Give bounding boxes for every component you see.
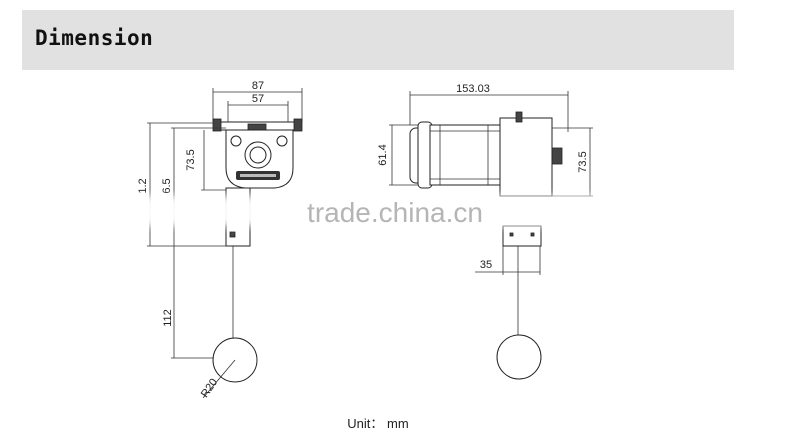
dim-label-35: 35: [480, 259, 492, 271]
dim-label-112: 112: [162, 309, 174, 327]
watermark-text: trade.china.cn: [307, 197, 483, 228]
dim-label-total-b: 6.5: [161, 178, 173, 193]
dim-length: 153.03: [409, 83, 569, 132]
unit-label: Unit： mm: [347, 416, 409, 431]
front-view: 87 57: [137, 80, 303, 400]
dim-head-height: 73.5: [185, 130, 226, 191]
dim-width-inner: 57: [227, 93, 289, 124]
dim-base-width: 35: [475, 246, 541, 275]
pump-front-body: [212, 118, 303, 247]
dim-label-61-4: 61.4: [377, 144, 389, 165]
dim-total-height-b: 6.5: [161, 127, 226, 246]
brand-logo: [236, 171, 280, 180]
dim-bracket-height: 73.5: [552, 127, 593, 197]
dim-total-height-a: 1.2: [137, 122, 230, 247]
dim-label-153-03: 153.03: [456, 83, 490, 95]
header-bar: Dimension: [22, 10, 734, 70]
dim-width-outer: 87: [212, 80, 303, 122]
dim-side-head-height: 61.4: [377, 124, 418, 186]
dim-label-total-a: 1.2: [137, 178, 149, 193]
dim-label-57: 57: [252, 93, 264, 105]
adjust-knob: [551, 147, 563, 165]
pump-side-body: [409, 111, 563, 247]
dim-label-73-5-front: 73.5: [185, 149, 197, 170]
watermark: trade.china.cn: [125, 196, 605, 228]
side-view: 153.03 61.4 73.5: [377, 83, 593, 380]
dim-cable-length: 112: [162, 246, 216, 359]
screw-right: [293, 118, 303, 132]
page-title: Dimension: [35, 26, 154, 50]
dim-label-87: 87: [252, 80, 264, 92]
dim-label-73-5-side: 73.5: [577, 151, 589, 172]
screw-left: [212, 118, 222, 132]
float-ball-side: [496, 334, 542, 380]
dim-label-r20: R20: [199, 377, 220, 400]
